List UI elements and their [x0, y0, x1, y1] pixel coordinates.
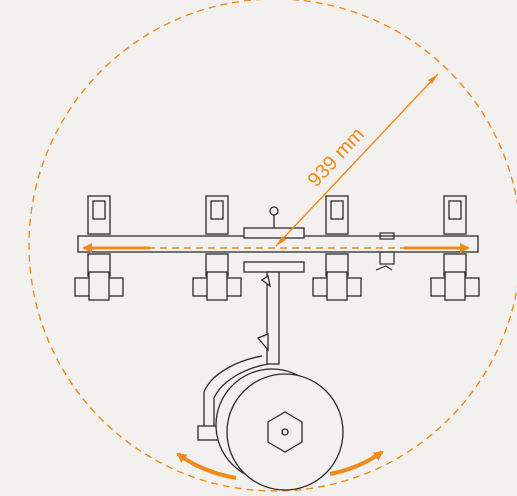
wheel-stem [256, 271, 280, 365]
tine-3 [312, 195, 362, 301]
radius-dimension-line [275, 73, 439, 247]
rotation-arrow-left [176, 452, 237, 480]
center-clamp [243, 206, 305, 273]
radius-arrowhead-center [276, 236, 286, 246]
tine-2 [192, 195, 242, 301]
tine-4 [430, 195, 480, 301]
bar-bracket [375, 232, 395, 271]
wheel-fork [197, 355, 269, 441]
tine-1 [74, 195, 124, 301]
wheel [215, 368, 344, 491]
turning-circle [28, 0, 517, 492]
radius-arrowhead-edge [428, 74, 438, 84]
rotation-arrow-right [329, 450, 384, 476]
